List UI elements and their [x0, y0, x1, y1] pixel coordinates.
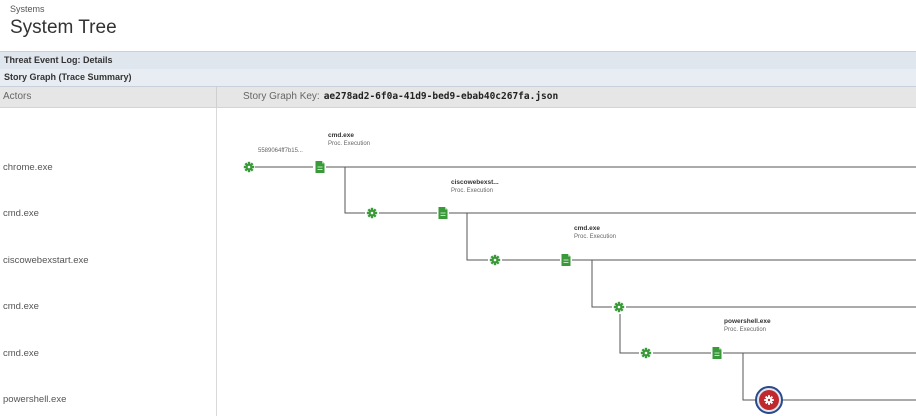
node-title: powershell.exe — [724, 318, 771, 325]
story-graph-label: Story Graph (Trace Summary) — [4, 72, 132, 82]
key-label: Story Graph Key: — [243, 91, 320, 102]
graph-edges — [255, 166, 916, 401]
actor-row[interactable]: cmd.exe — [3, 301, 39, 312]
alert-gear-icon[interactable] — [755, 386, 783, 414]
page-title: System Tree — [10, 17, 117, 38]
file-execution-icon[interactable] — [315, 160, 325, 174]
actors-divider — [216, 108, 217, 416]
column-divider — [216, 87, 217, 107]
process-gear-icon[interactable] — [489, 254, 501, 266]
process-gear-icon[interactable] — [640, 347, 652, 359]
process-gear-icon[interactable] — [243, 161, 255, 173]
actor-row[interactable]: chrome.exe — [3, 162, 53, 173]
event-log-label: Threat Event Log: Details — [4, 55, 113, 65]
story-graph-bar[interactable]: Story Graph (Trace Summary) — [0, 69, 916, 87]
node-title: ciscowebexst... — [451, 179, 499, 186]
file-execution-icon[interactable] — [712, 346, 722, 360]
actor-row[interactable]: ciscowebexstart.exe — [3, 255, 89, 266]
breadcrumb[interactable]: Systems — [10, 4, 45, 14]
node-subtitle: Proc. Execution — [328, 141, 370, 147]
actor-row[interactable]: cmd.exe — [3, 348, 39, 359]
node-title: cmd.exe — [574, 225, 600, 232]
process-gear-icon[interactable] — [613, 301, 625, 313]
story-graph-key: Story Graph Key:ae278ad2-6f0a-41d9-bed9-… — [243, 87, 558, 107]
node-subtitle: Proc. Execution — [451, 188, 493, 194]
table-header: Actors Story Graph Key:ae278ad2-6f0a-41d… — [0, 87, 916, 108]
actor-row[interactable]: powershell.exe — [3, 394, 67, 405]
node-subtitle: Proc. Execution — [574, 234, 616, 240]
actors-column-header: Actors — [3, 91, 32, 102]
file-execution-icon[interactable] — [561, 253, 571, 267]
hash-label: 5589064ff7b15... — [258, 148, 303, 154]
node-subtitle: Proc. Execution — [724, 327, 766, 333]
key-value: ae278ad2-6f0a-41d9-bed9-ebab40c267fa.jso… — [323, 91, 559, 102]
node-title: cmd.exe — [328, 132, 354, 139]
process-gear-icon[interactable] — [366, 207, 378, 219]
file-execution-icon[interactable] — [438, 206, 448, 220]
actor-row[interactable]: cmd.exe — [3, 208, 39, 219]
